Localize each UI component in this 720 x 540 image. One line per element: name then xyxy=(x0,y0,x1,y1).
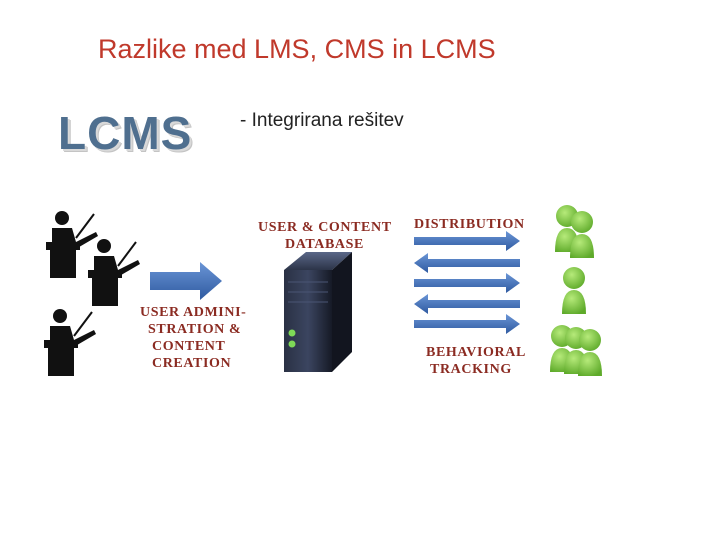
teacher-icon xyxy=(46,211,98,278)
lcms-label: LCMS xyxy=(58,107,193,159)
slide-title: Razlike med LMS, CMS in LCMS xyxy=(98,34,496,64)
user-icon xyxy=(562,267,586,314)
database-caption-line: User & Content xyxy=(258,220,392,235)
admin-caption-line: Content xyxy=(152,339,225,354)
arrow-icon xyxy=(150,262,222,300)
admin-caption-line: User Admini- xyxy=(140,305,246,320)
tracking-caption-line: Tracking xyxy=(430,362,512,377)
user-icon xyxy=(578,329,602,376)
bullet-text: - Integrirana rešitev xyxy=(240,110,404,131)
user-icon xyxy=(570,211,594,258)
server-icon xyxy=(284,252,352,372)
arrow-icon xyxy=(414,231,520,334)
teacher-icon xyxy=(88,239,140,306)
tracking-caption-line: Behavioral xyxy=(426,345,526,360)
distribution-caption: Distribution xyxy=(414,217,525,232)
database-caption-line: Database xyxy=(285,237,364,252)
teacher-icon xyxy=(44,309,96,376)
admin-caption-line: Creation xyxy=(152,356,231,371)
admin-caption-line: stration & xyxy=(148,322,241,337)
